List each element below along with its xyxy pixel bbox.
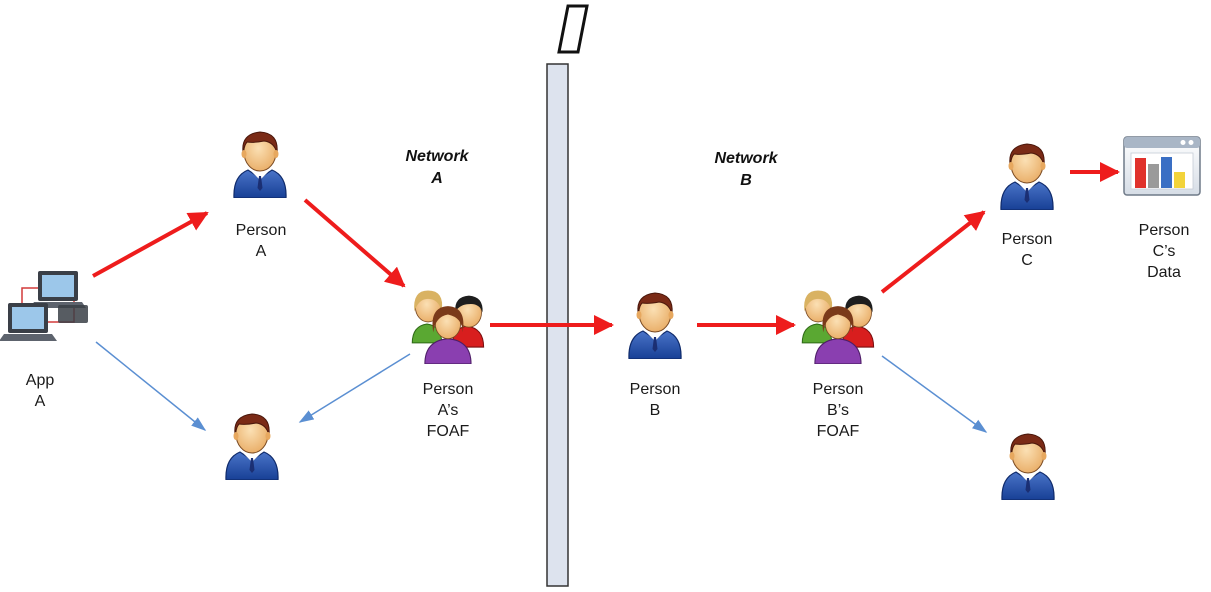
person-b-label: Person B: [595, 379, 715, 421]
person-c-line-1: Person: [1001, 231, 1053, 248]
network-b-label: Network B: [686, 148, 806, 192]
firewall-marker: [557, 4, 589, 54]
person-c-label: Person C: [967, 229, 1087, 271]
person-a-foaf-line-2: A’s: [437, 402, 459, 419]
network-a-line-1: Network: [405, 148, 469, 165]
network-a-line-2: A: [431, 170, 443, 187]
network-b-line-2: B: [740, 172, 752, 189]
person-b-foaf-line-3: FOAF: [816, 423, 860, 440]
person-b-line-1: Person: [629, 381, 681, 398]
person-c-data-line-1: Person: [1138, 222, 1190, 239]
person-a-label: Person A: [201, 220, 321, 262]
group-icon: [411, 289, 485, 364]
person-c-data-line-3: Data: [1147, 264, 1181, 281]
person-a-foaf-label: Person A’s FOAF: [388, 379, 508, 442]
arrow-foaf-a-to-unnamed-person: [298, 353, 411, 423]
arrow-foaf-b-to-person-c: [880, 210, 986, 294]
arrow-person-a-to-foaf: [303, 198, 406, 288]
network-a-label: Network A: [377, 146, 497, 190]
app-a-label: App A: [0, 370, 100, 412]
laptop-icon: [0, 271, 88, 341]
arrow-app-to-person-a: [92, 211, 209, 278]
person-a-line-1: Person: [235, 222, 287, 239]
person-a-foaf-line-1: Person: [422, 381, 474, 398]
person-a-foaf-line-3: FOAF: [426, 423, 470, 440]
network-b-line-1: Network: [714, 150, 778, 167]
data-window-icon: [1123, 136, 1201, 196]
person-a-icon: [233, 131, 287, 198]
app-a-line-1: App: [25, 372, 55, 389]
unnamed-person-icon: [225, 413, 279, 480]
group-icon: [801, 289, 875, 364]
person-b-foaf-label: Person B’s FOAF: [778, 379, 898, 442]
app-a-line-2: A: [34, 393, 46, 410]
unnamed-person-icon: [1001, 433, 1055, 500]
person-b-line-2: B: [649, 402, 661, 419]
arrow-app-to-unnamed-person: [95, 341, 207, 431]
person-b-icon: [628, 292, 682, 359]
person-c-data-label: Person C’s Data: [1104, 220, 1211, 283]
person-c-line-2: C: [1021, 252, 1033, 269]
person-b-foaf-line-1: Person: [812, 381, 864, 398]
person-b-foaf-line-2: B’s: [827, 402, 849, 419]
person-c-data-line-2: C’s: [1152, 243, 1176, 260]
person-a-line-2: A: [255, 243, 267, 260]
arrow-foaf-b-to-unnamed-person: [881, 355, 988, 433]
person-c-icon: [1000, 143, 1054, 210]
